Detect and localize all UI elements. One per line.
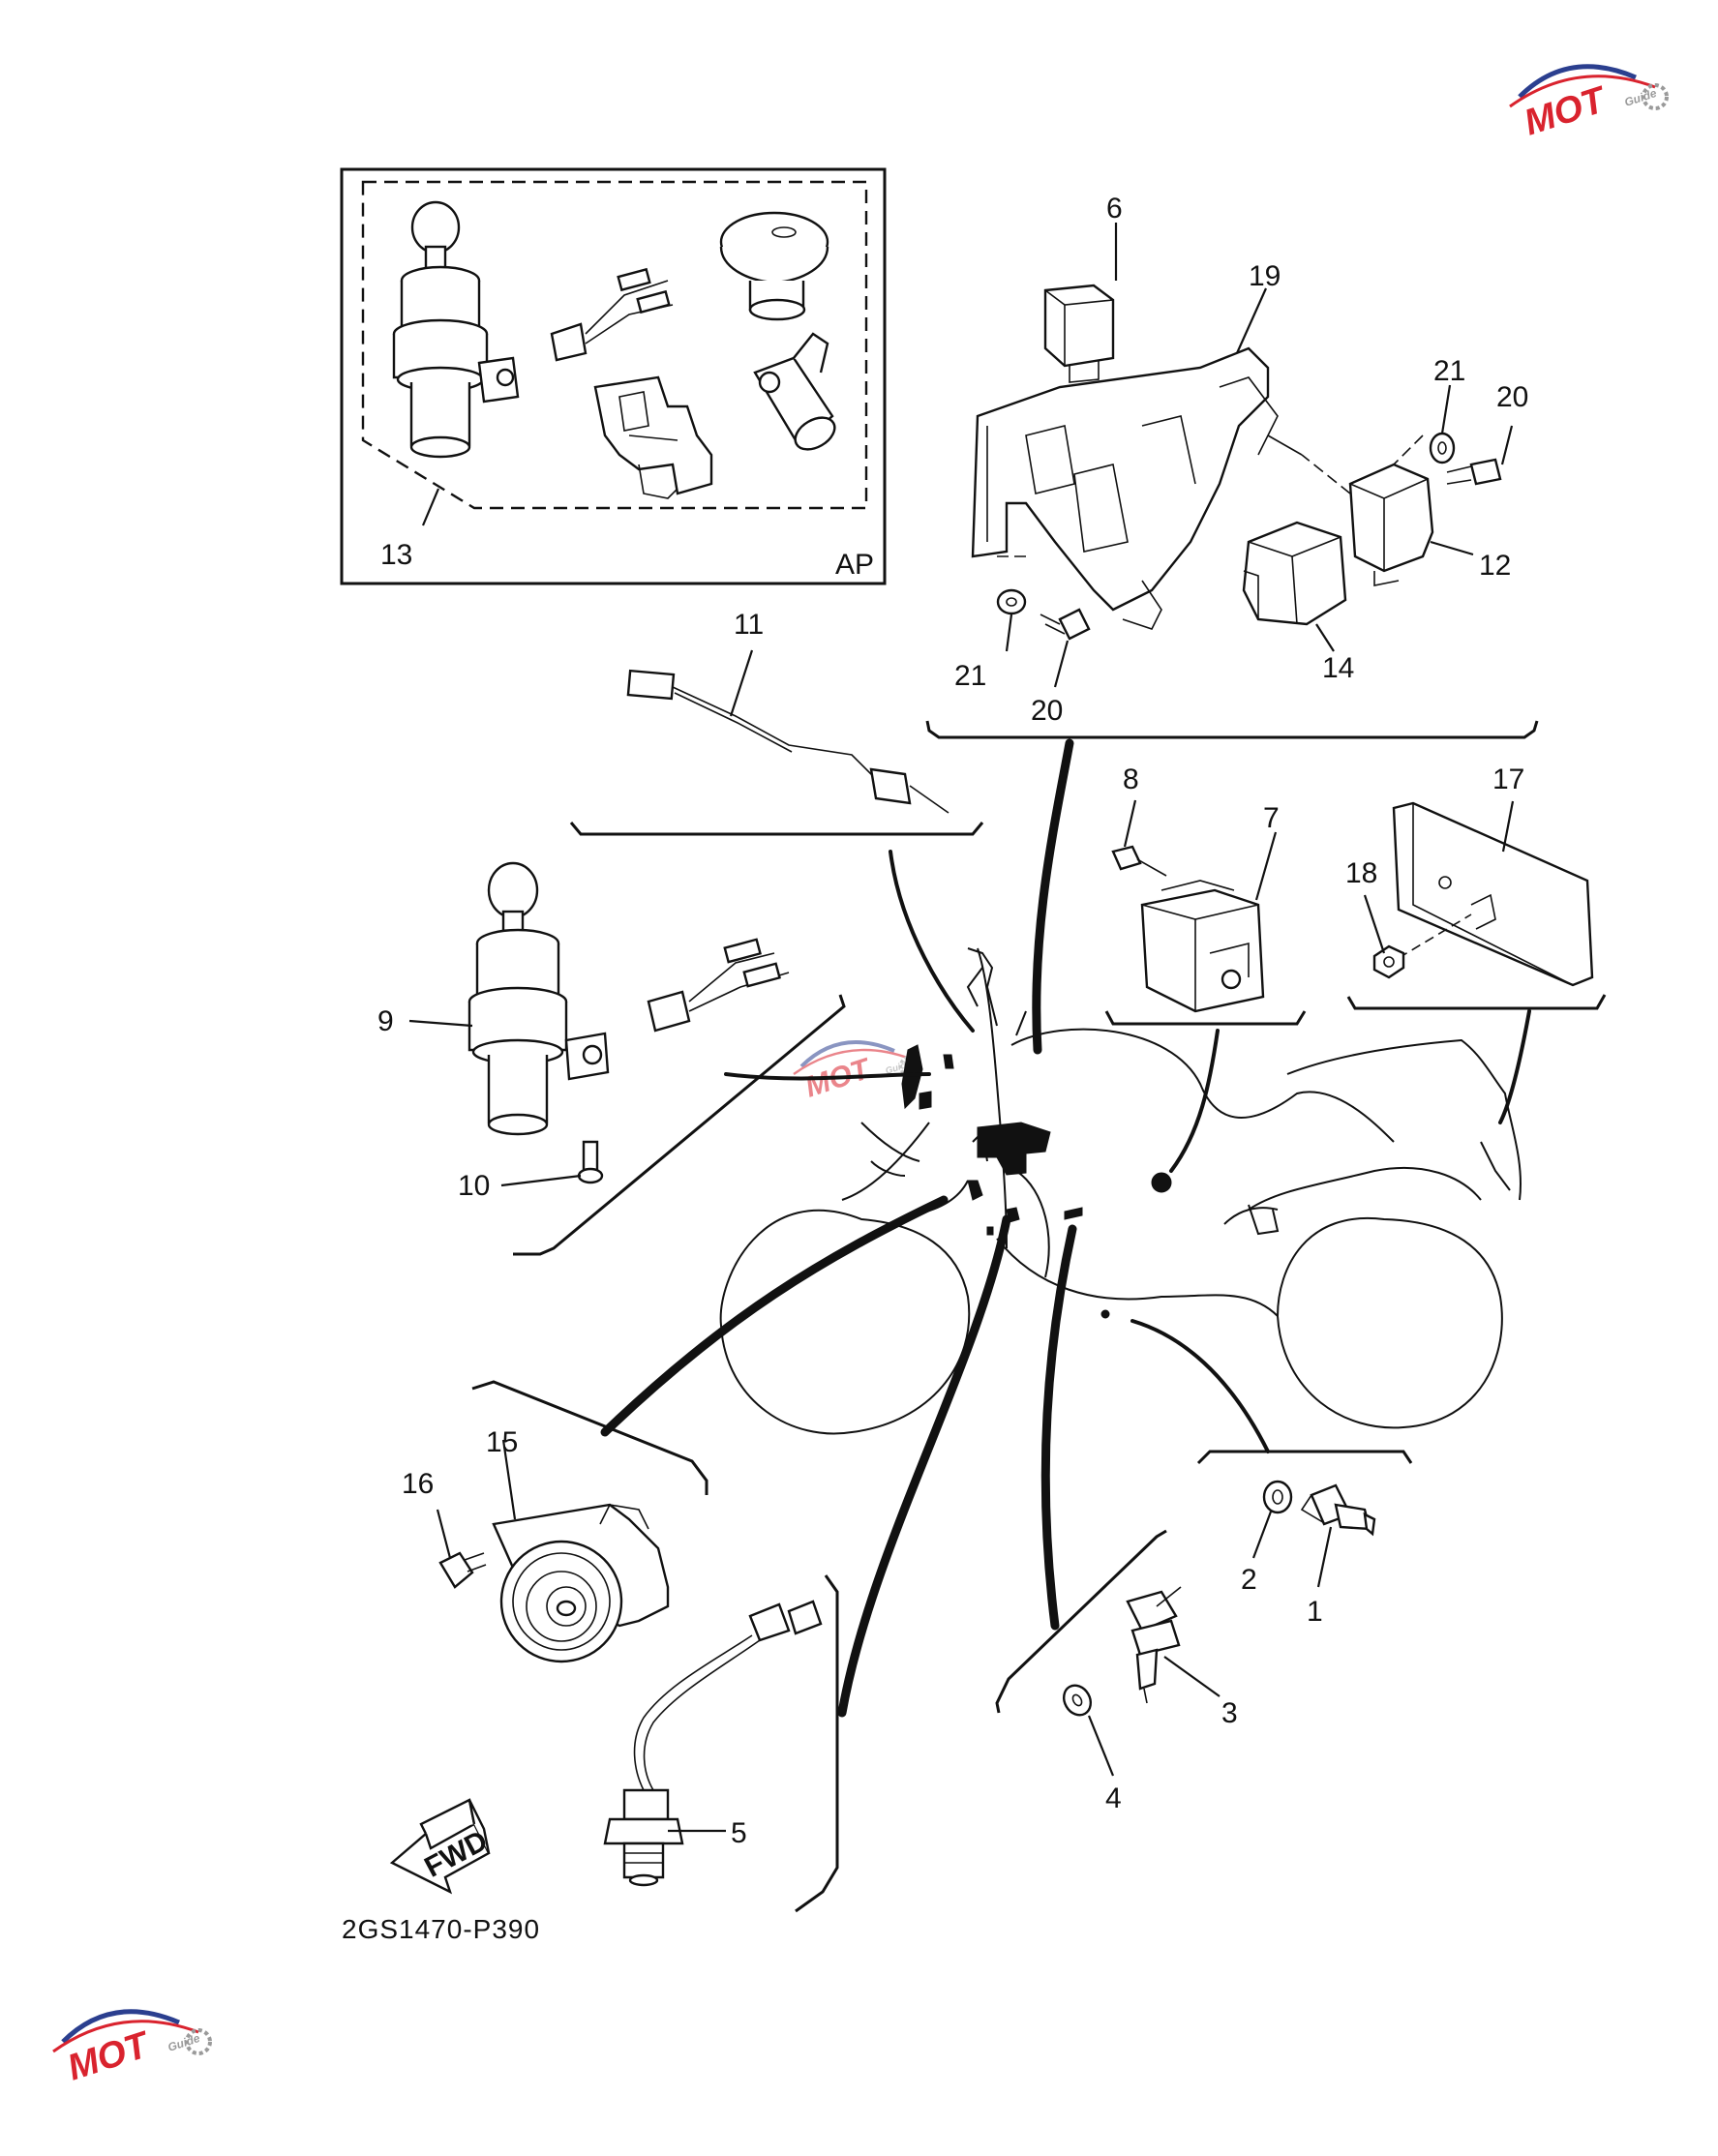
- relay-bracket-group: [925, 284, 1539, 739]
- callout-9: 9: [377, 1005, 394, 1037]
- inset-leaders: [600, 738, 1531, 1718]
- callout-2: 2: [1241, 1564, 1257, 1596]
- relay-6: [1043, 284, 1115, 383]
- watermark-sub-text: Guide: [1623, 86, 1659, 109]
- harness-blobs: [901, 1044, 1172, 1319]
- horn-group: [438, 1380, 708, 1663]
- reflector-group: [1346, 801, 1607, 1010]
- callout-leaders: [408, 223, 1515, 1833]
- watermark-logo-top: MOT Guide: [1509, 64, 1669, 144]
- switch-1-group: [1196, 1450, 1413, 1537]
- callout-5: 5: [731, 1817, 747, 1849]
- bolt-20-left: [1040, 608, 1091, 641]
- washer-21-right: [1429, 432, 1456, 464]
- callout-4: 4: [1105, 1782, 1122, 1814]
- callout-19: 19: [1249, 260, 1281, 292]
- relay-bracket: [971, 346, 1303, 630]
- relay-12: [1348, 463, 1434, 586]
- sub-lead-wire-11: [569, 669, 984, 836]
- callouts: 6 19 21 20 12 14 21 20 13 11 8 7 17 18 9…: [377, 193, 1528, 1849]
- sensor-3-group: [995, 1529, 1182, 1717]
- o2-sensor-5: [603, 1574, 839, 1913]
- callout-6: 6: [1106, 193, 1123, 225]
- washer-21-left: [996, 588, 1027, 615]
- callout-3: 3: [1221, 1697, 1238, 1729]
- main-switch-9: [467, 861, 846, 1256]
- watermark-sub-text: Guide: [166, 2031, 202, 2054]
- watermark-logo-text: MOT: [63, 2024, 156, 2089]
- callout-13: 13: [380, 539, 412, 571]
- fwd-arrow: FWD: [389, 1798, 493, 1895]
- callout-18: 18: [1345, 857, 1377, 889]
- inset-13-key-set: [340, 167, 887, 585]
- callout-21-left: 21: [954, 660, 986, 692]
- callout-8: 8: [1123, 764, 1139, 795]
- callout-15: 15: [486, 1426, 518, 1458]
- bolt-20-right: [1446, 458, 1502, 486]
- watermark-logo-bottom: MOT Guide: [52, 2009, 212, 2089]
- callout-1: 1: [1307, 1596, 1323, 1628]
- diagram-code: 2GS1470-P390: [342, 1914, 540, 1944]
- callout-10: 10: [458, 1170, 490, 1202]
- callout-7: 7: [1263, 802, 1280, 834]
- flasher-unit-14: [1242, 521, 1347, 626]
- lock-cylinder: [753, 332, 836, 451]
- motorcycle-silhouette: [719, 947, 1522, 1435]
- callout-20-left: 20: [1031, 695, 1063, 727]
- callout-16: 16: [402, 1468, 434, 1500]
- ignition-switch-kit: [392, 200, 674, 459]
- starter-relay-group: [1104, 845, 1307, 1026]
- callout-14: 14: [1322, 652, 1354, 684]
- inset-tag-ap: AP: [835, 549, 874, 581]
- callout-17: 17: [1492, 764, 1524, 795]
- fuel-cap: [719, 211, 829, 321]
- watermark-logo-text: MOT: [1520, 79, 1613, 144]
- callout-21-right: 21: [1433, 355, 1465, 387]
- callout-12: 12: [1479, 550, 1511, 582]
- screw-10: [577, 1140, 604, 1184]
- callout-11: 11: [734, 609, 764, 641]
- callout-20-right: 20: [1496, 381, 1528, 413]
- seat-lock-latch: [593, 375, 713, 499]
